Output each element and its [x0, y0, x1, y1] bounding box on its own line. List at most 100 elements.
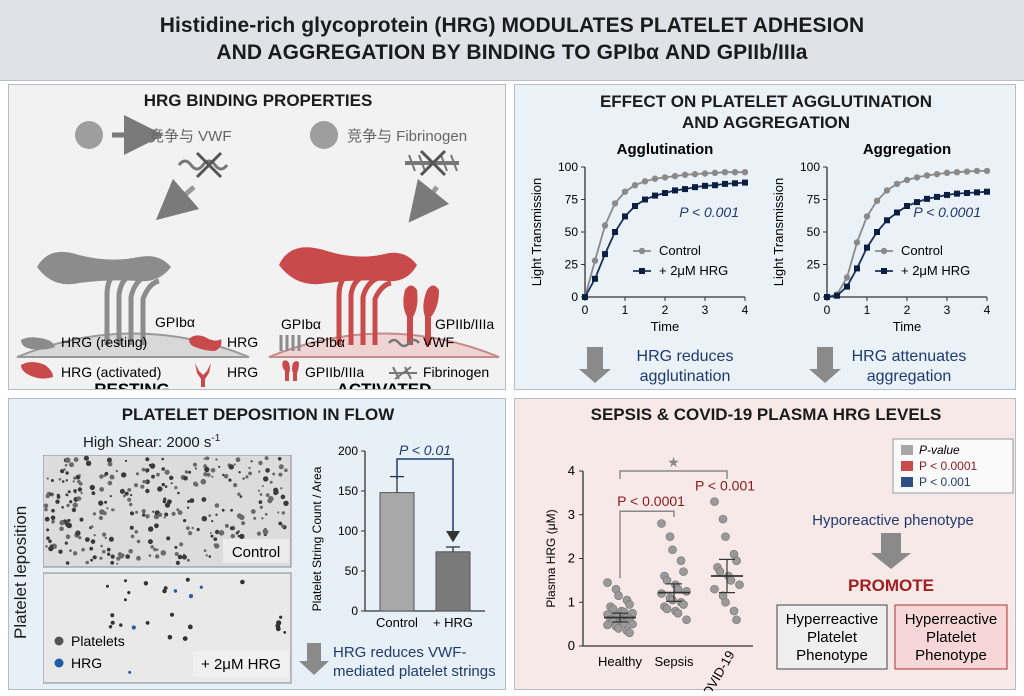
line-chart-title: Agglutination: [617, 141, 714, 158]
platelet-dot: [140, 484, 145, 489]
data-point: [974, 189, 980, 196]
platelet-dot: [161, 482, 165, 487]
platelet-dot: [91, 491, 96, 496]
platelet-dot: [100, 544, 103, 548]
platelet-dot: [92, 512, 96, 516]
platelet-dot: [99, 509, 105, 515]
data-point: [943, 169, 951, 177]
platelet-dot: [162, 588, 167, 594]
platelet-dot: [66, 503, 70, 508]
hrg-platelet-dots: [106, 577, 287, 674]
platelet-dot: [229, 526, 234, 531]
bracket-healthy-covid: [619, 470, 728, 479]
platelet-dot: [280, 494, 286, 500]
legend-label: + 2μM HRG: [659, 263, 728, 278]
data-point: [873, 197, 881, 204]
platelet-dot: [208, 555, 212, 558]
platelet-dot: [221, 508, 225, 512]
box-right-2: Platelet: [926, 629, 977, 646]
hrg-image-label: + 2μM HRG: [201, 656, 281, 673]
platelet-dot: [236, 513, 243, 519]
platelet-dot: [201, 516, 207, 522]
platelet-dot: [124, 579, 127, 583]
data-point: [651, 175, 659, 182]
legend-swatch-grey: [901, 445, 913, 455]
platelet-dot: [275, 626, 281, 632]
platelet-dot: [166, 536, 171, 541]
y-tick-label: 0: [571, 290, 578, 304]
platelet-dot: [71, 507, 77, 513]
platelet-dot: [124, 459, 128, 462]
platelet-dot: [211, 520, 214, 523]
platelet-dot: [85, 537, 90, 542]
data-point: [903, 176, 911, 184]
data-point: [614, 591, 623, 600]
platelet-dot: [277, 511, 280, 514]
data-point: [611, 200, 619, 207]
category-label: Sepsis: [654, 654, 694, 669]
box-left-3: Phenotype: [796, 647, 868, 664]
platelet-dot: [280, 487, 283, 490]
p-value-annotation: P < 0.001: [679, 204, 739, 220]
platelet-dot: [182, 636, 188, 641]
platelet-dot: [104, 471, 109, 476]
data-point: [864, 244, 870, 251]
platelet-dot: [128, 502, 133, 507]
box-right: [894, 604, 1008, 670]
platelet-dot: [104, 500, 108, 504]
legend-gpiib: GPIIb/IIIa: [305, 364, 364, 380]
platelet-dot: [145, 488, 150, 494]
data-point: [682, 615, 691, 625]
platelet-dot: [185, 577, 190, 582]
platelet-dot: [67, 518, 71, 523]
data-point: [721, 597, 730, 607]
legend-platelets: Platelets: [71, 633, 125, 649]
platelet-dot: [148, 554, 152, 557]
platelet-dot: [250, 509, 256, 514]
data-point: [657, 519, 666, 528]
control-image-label: Control: [232, 544, 280, 561]
platelet-dot: [135, 472, 140, 476]
gpiba-activated-receptor: [336, 268, 392, 345]
platelet-dot: [238, 471, 241, 474]
platelet-dot: [278, 472, 283, 477]
platelet-dot: [228, 478, 232, 482]
platelet-dot: [242, 477, 245, 480]
platelet-dot: [128, 549, 133, 554]
platelet-dot: [102, 549, 106, 554]
platelet-dot: [121, 472, 127, 478]
platelet-dot: [187, 506, 190, 509]
platelet-dot: [61, 506, 64, 509]
platelet-dot: [235, 457, 241, 463]
platelet-dot: [72, 502, 78, 508]
platelet-dot: [110, 620, 115, 625]
platelet-dot: [203, 549, 207, 552]
platelet-dot: [136, 555, 141, 561]
compete-fib-label: 竞争与 Fibrinogen: [347, 127, 467, 145]
platelet-dot: [134, 530, 139, 534]
data-point: [844, 283, 850, 290]
platelet-dot: [65, 534, 71, 539]
platelet-dot: [205, 456, 209, 461]
legend-marker: [638, 247, 646, 255]
data-point: [718, 514, 728, 524]
data-point: [612, 229, 618, 235]
data-point: [732, 180, 738, 187]
arrow-down-icon-sepsis: [871, 533, 911, 569]
note-left-2: agglutination: [640, 368, 731, 385]
y-tick-label: 2: [568, 551, 575, 566]
data-point: [662, 190, 668, 196]
platelet-dot: [156, 472, 160, 477]
data-point: [853, 239, 861, 246]
platelet-dot: [215, 513, 218, 516]
platelet-dot: [98, 500, 104, 506]
platelet-dot: [119, 488, 125, 494]
platelet-dot: [110, 560, 115, 565]
platelet-dot: [108, 536, 114, 542]
platelet-dot: [67, 490, 71, 494]
hrg-sphere-activated: [310, 121, 338, 149]
bar: [379, 492, 415, 612]
platelet-dot: [171, 511, 176, 516]
platelet-dot: [157, 512, 163, 517]
